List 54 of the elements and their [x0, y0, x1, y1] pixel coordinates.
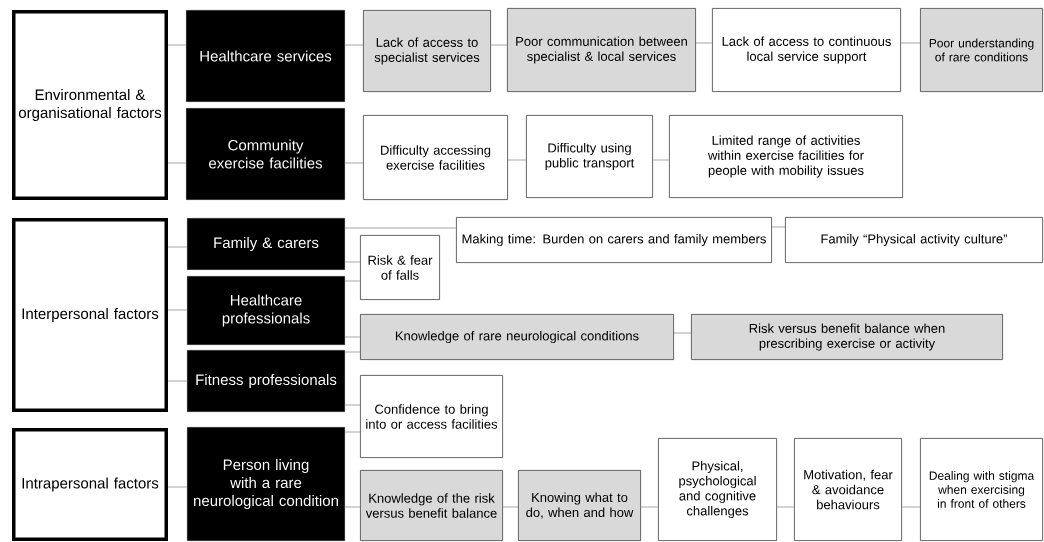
factor-box: Environmental & organisational factors [12, 10, 168, 200]
factor-box: Interpersonal factors [12, 218, 168, 412]
barrier-box: Knowledge of rare neurological conditions [360, 314, 674, 360]
barrier-box: Difficulty using public transport [526, 115, 653, 198]
connector-line [344, 404, 361, 406]
category-box: Family & carers [187, 218, 345, 270]
connector-line [771, 226, 786, 228]
connector-line [507, 159, 527, 161]
connector-line [502, 506, 519, 508]
connector-line [344, 261, 361, 263]
connector-line [167, 44, 187, 46]
connector-line [652, 159, 670, 161]
category-box: Fitness professionals [187, 350, 345, 412]
barrier-box: Poor communication between specialist & local services [507, 8, 696, 92]
barrier-box: Knowing what to do, when and how [518, 470, 641, 541]
connector-line [167, 309, 188, 311]
connector-line [167, 486, 188, 488]
barrier-box: Physical, psychological and cognitive challenges [658, 438, 777, 541]
barrier-box: Motivation, fear & avoidance behaviours [794, 438, 902, 541]
connector-line [344, 336, 361, 338]
connector-line [490, 44, 508, 46]
barrier-box: Risk versus benefit balance when prescribing exercise or activity [691, 314, 1003, 360]
barrier-box: Lack of access to specialist services [363, 10, 491, 92]
connector-line [344, 227, 457, 229]
connector-line [640, 506, 659, 508]
barrier-box: Lack of access to continuous local service support [712, 8, 901, 92]
category-box: Person living with a rare neurological condition [187, 427, 345, 541]
category-box: Healthcare professionals [187, 276, 345, 345]
category-box: Healthcare services [186, 10, 345, 102]
connector-line [167, 380, 188, 382]
barrier-box: Confidence to bring into or access facilities [360, 375, 503, 458]
barrier-box: Dealing with stigma when exercising in front of others [920, 438, 1043, 541]
connector-line [695, 42, 713, 44]
barrier-box: Making time: Burden on carers and family members [456, 217, 772, 263]
connector-line [673, 332, 692, 334]
connector-line [900, 42, 921, 44]
connector-line [344, 44, 364, 46]
barrier-box: Family “Physical activity culture” [785, 217, 1043, 263]
connector-line [344, 162, 364, 164]
barrier-box: Poor understanding of rare conditions [920, 8, 1043, 92]
connector-line [344, 506, 361, 508]
barrier-box: Risk & fear of falls [360, 235, 440, 300]
connector-line [344, 351, 361, 353]
barrier-box: Difficulty accessing exercise facilities [363, 115, 508, 200]
barrier-box: Knowledge of the risk versus benefit balance [360, 470, 503, 541]
category-box: Community exercise facilities [186, 108, 345, 200]
connector-line [167, 246, 188, 248]
connector-line [901, 506, 921, 508]
connector-line [344, 431, 361, 433]
factor-box: Intrapersonal factors [12, 428, 168, 541]
connector-line [167, 162, 187, 164]
connector-line [344, 280, 361, 282]
connector-line [776, 506, 795, 508]
barrier-box: Limited range of activities within exercise facilities for people with mobility issues [669, 115, 903, 198]
